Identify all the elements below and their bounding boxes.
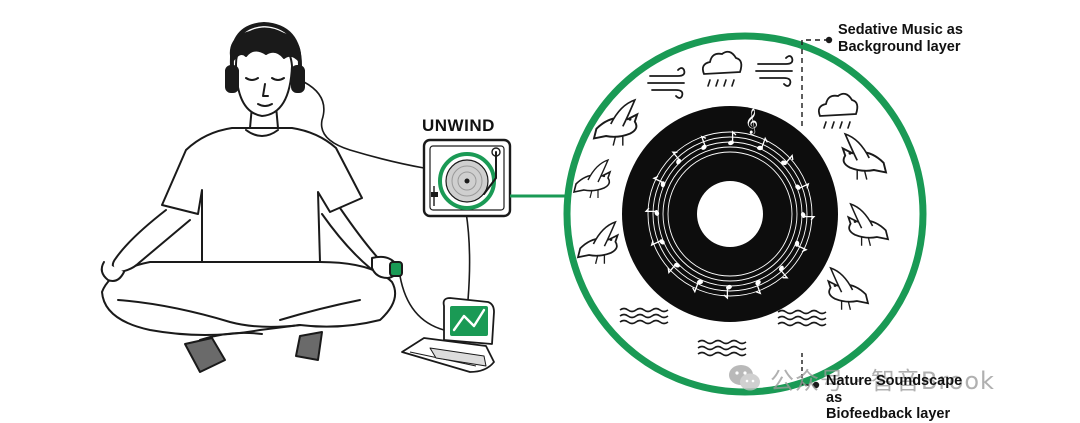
tonearm — [483, 151, 497, 195]
wechat-icon — [729, 365, 760, 391]
finger-sensor — [389, 261, 403, 277]
record-label-hole — [697, 181, 763, 247]
person-legs — [101, 261, 396, 336]
biofeedback-layer-label: Nature Soundscape as Biofeedback layer — [826, 373, 976, 423]
person-shirt — [161, 127, 363, 263]
callout-lines — [801, 36, 833, 389]
device-title: UNWIND — [422, 116, 495, 135]
biofeedback-layer-line-2: Biofeedback layer — [826, 406, 951, 423]
sensor-cable — [399, 275, 445, 331]
cables — [303, 81, 471, 331]
right-shoe — [295, 331, 323, 361]
background-layer-label: Sedative Music as Background layer — [838, 22, 988, 55]
watermark: 公众号 · 智音Brook — [728, 358, 995, 398]
headphone-left — [225, 65, 239, 93]
headphone-cable — [303, 81, 425, 169]
laptop — [401, 297, 495, 373]
treble-clef-icon: 𝄞 — [745, 108, 758, 134]
background-layer-line-2: Background layer — [838, 38, 961, 55]
person-hair — [229, 27, 302, 63]
background-layer-line-1: Sedative Music as — [838, 22, 963, 38]
soundscape-ring: 𝄞 — [563, 32, 927, 396]
headphone-right — [291, 65, 305, 93]
biofeedback-graph-icon — [452, 308, 486, 332]
left-shoe — [184, 337, 226, 373]
watermark-text: 公众号 · 智音Brook — [770, 366, 995, 395]
background-layer-leader — [801, 39, 829, 126]
device-laptop-cable — [465, 211, 471, 301]
biofeedback-layer-leader — [801, 350, 816, 386]
biofeedback-layer-line-1: Nature Soundscape as — [826, 373, 963, 406]
unwind-device — [422, 138, 512, 218]
volume-slider — [431, 192, 438, 197]
person-illustration — [100, 22, 403, 373]
headphone-band — [229, 22, 302, 68]
